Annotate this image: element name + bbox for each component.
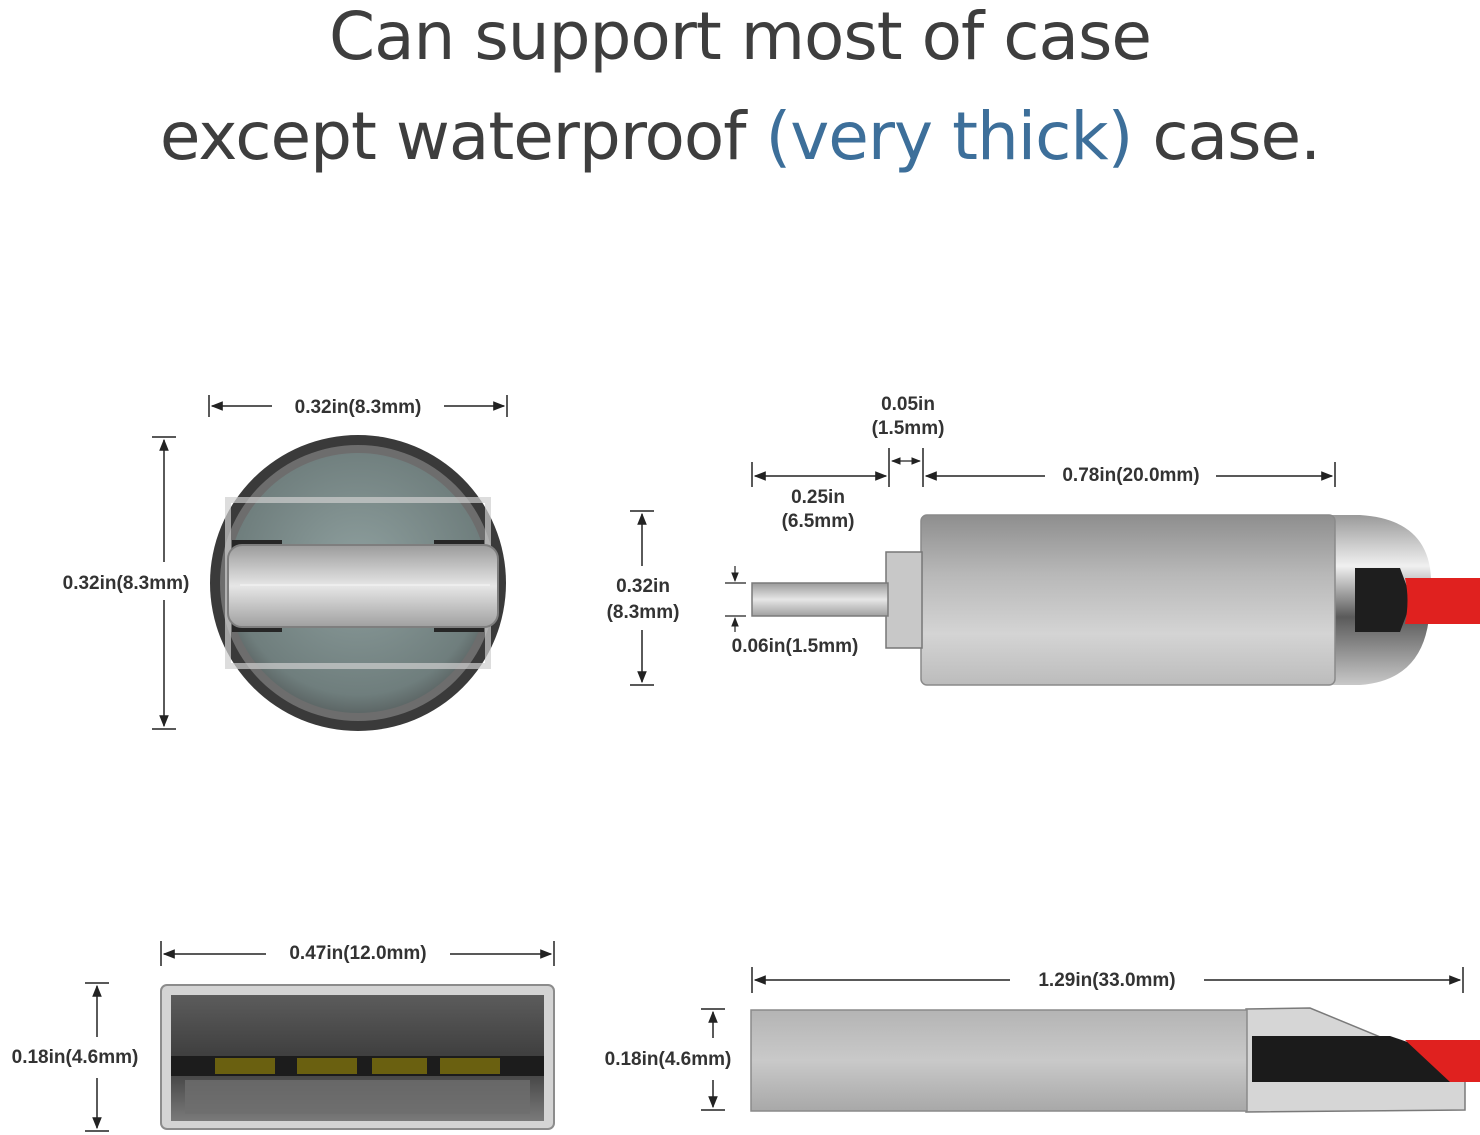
dim-tip-length-in: 0.25in xyxy=(791,487,845,508)
dim-collar-gap-mm: (1.5mm) xyxy=(872,418,945,439)
usb-plug-body xyxy=(750,1009,1248,1112)
dim-usb-height: 0.18in(4.6mm) xyxy=(12,1047,139,1068)
dim-end-width: 0.32in(8.3mm) xyxy=(295,397,422,418)
headline-line-2: except waterproof (very thick) case. xyxy=(0,104,1480,170)
headline-highlight: (very thick) xyxy=(765,98,1134,175)
usb-side-view: 1.29in(33.0mm) 0.18in(4.6mm) xyxy=(605,967,1480,1113)
headline-line-2-suffix: case. xyxy=(1152,98,1321,175)
dim-usb-length: 1.29in(33.0mm) xyxy=(1038,970,1175,991)
usb-pin xyxy=(215,1058,275,1074)
headline-line-1: Can support most of case xyxy=(329,0,1152,75)
dim-end-height: 0.32in(8.3mm) xyxy=(63,573,190,594)
dim-body-length: 0.78in(20.0mm) xyxy=(1062,465,1199,486)
usb-end-view: 0.47in(12.0mm) 0.18in(4.6mm) xyxy=(12,941,555,1132)
usb-pin xyxy=(440,1058,500,1074)
dim-body-height-in: 0.32in xyxy=(616,576,670,597)
dim-usb-side-height: 0.18in(4.6mm) xyxy=(605,1049,732,1070)
lightning-end-view: 0.32in(8.3mm) 0.32in(8.3mm) xyxy=(63,395,508,731)
dim-body-height-mm: (8.3mm) xyxy=(607,602,680,623)
dim-collar-gap-in: 0.05in xyxy=(881,394,935,415)
headline-line-2-prefix: except waterproof xyxy=(159,98,747,175)
connector-collar xyxy=(885,551,923,649)
usb-pin xyxy=(372,1058,427,1074)
lightning-side-view: 0.25in (6.5mm) 0.05in (1.5mm) 0.78in(20.… xyxy=(607,394,1480,686)
connector-barrel xyxy=(920,514,1336,686)
dim-usb-width: 0.47in(12.0mm) xyxy=(289,943,426,964)
lightning-tip xyxy=(751,582,889,617)
dim-tip-length-mm: (6.5mm) xyxy=(782,511,855,532)
usb-pin xyxy=(297,1058,357,1074)
dim-tip-thickness: 0.06in(1.5mm) xyxy=(732,636,859,657)
